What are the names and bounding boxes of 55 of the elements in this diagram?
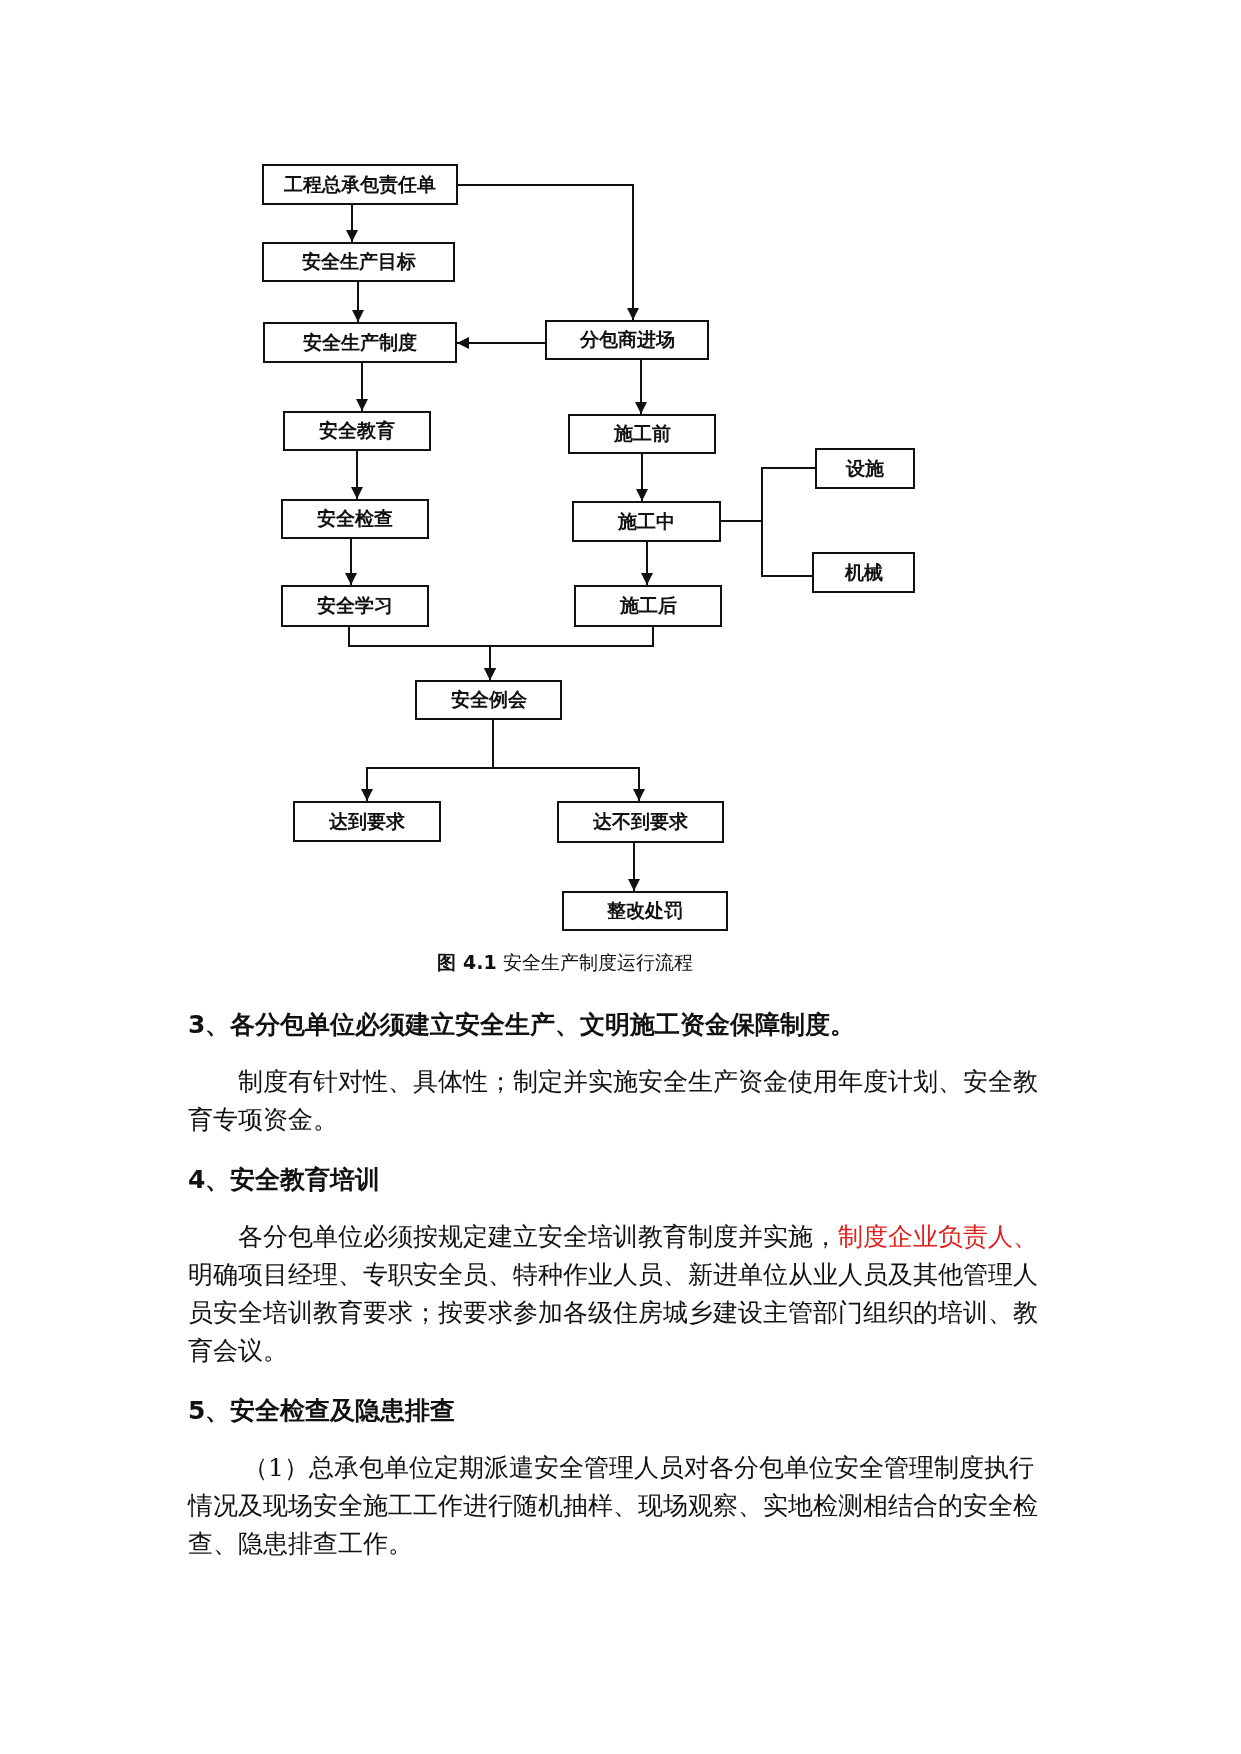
process-box [415,680,562,720]
process-box [562,891,728,931]
box-label: 施工后 [619,593,677,618]
arrow [356,362,368,412]
arrow [492,719,645,802]
box-label: 安全检查 [317,506,393,531]
connector-line [720,520,813,577]
box-label: 达不到要求 [593,809,688,834]
arrow [484,626,654,681]
arrow [345,538,357,586]
arrow [346,204,358,243]
box-label: 工程总承包责任单 [284,171,436,197]
box-label: 达到要求 [329,808,405,834]
process-box [574,585,722,627]
box-label: 设施 [846,455,884,481]
box-label: 分包商进场 [579,327,675,352]
arrow [628,842,640,892]
process-box [545,320,709,360]
box-label: 安全教育 [319,418,395,443]
arrow [641,541,653,586]
body-paragraph: （1）总承包单位定期派遣安全管理人员对各分包单位安全管理制度执行情况及现场安全施工工作进行随机抽样、现场观察、实地检测相结合的安全检查、隐患排查工作。 [188,1452,1039,1560]
box-label: 安全例会 [450,687,527,712]
arrow [351,450,363,500]
box-label: 安全学习 [317,593,393,618]
process-box [572,501,721,542]
process-box [812,552,915,593]
arrow [457,184,639,321]
process-box [263,322,457,363]
body-paragraph: 制度有针对性、具体性；制定并实施安全生产资金使用年度计划、安全教育专项资金。 [188,1066,1039,1136]
process-box [293,801,441,842]
process-box [283,411,431,451]
arrow [635,359,647,415]
box-label: 机械 [844,559,883,585]
process-box [262,242,455,282]
paragraph-text: 各分包单位必须按规定建立安全培训教育制度并实施， [238,1222,838,1251]
box-label: 施工前 [613,421,671,446]
arrow [636,453,648,502]
box-label: 安全生产目标 [301,249,416,274]
process-box [281,499,429,539]
process-box [568,414,716,454]
box-label: 整改处罚 [607,898,683,923]
highlighted-text: 制度企业负责人、 [838,1222,1038,1251]
arrow [352,281,364,323]
arrow [456,337,546,349]
paragraph-text: 明确项目经理、专职安全员、特种作业人员、新进单位从业人员及其他管理人员安全培训教育要求；按要求参加各级住房城乡建设主管部门组织的培训、教育会议。 [188,1260,1038,1365]
process-box [557,801,724,843]
box-label: 施工中 [618,508,675,534]
process-box [815,448,915,489]
section-heading: 4、安全教育培训 [188,1164,382,1196]
box-label: 安全生产制度 [303,329,417,355]
section-heading: 3、各分包单位必须建立安全生产、文明施工资金保障制度。 [188,1009,857,1041]
process-box [262,164,458,205]
figure-caption: 图 4.1 安全生产制度运行流程 [436,950,694,975]
section-heading: 5、安全检查及隐患排查 [188,1395,457,1427]
process-box [281,585,429,627]
